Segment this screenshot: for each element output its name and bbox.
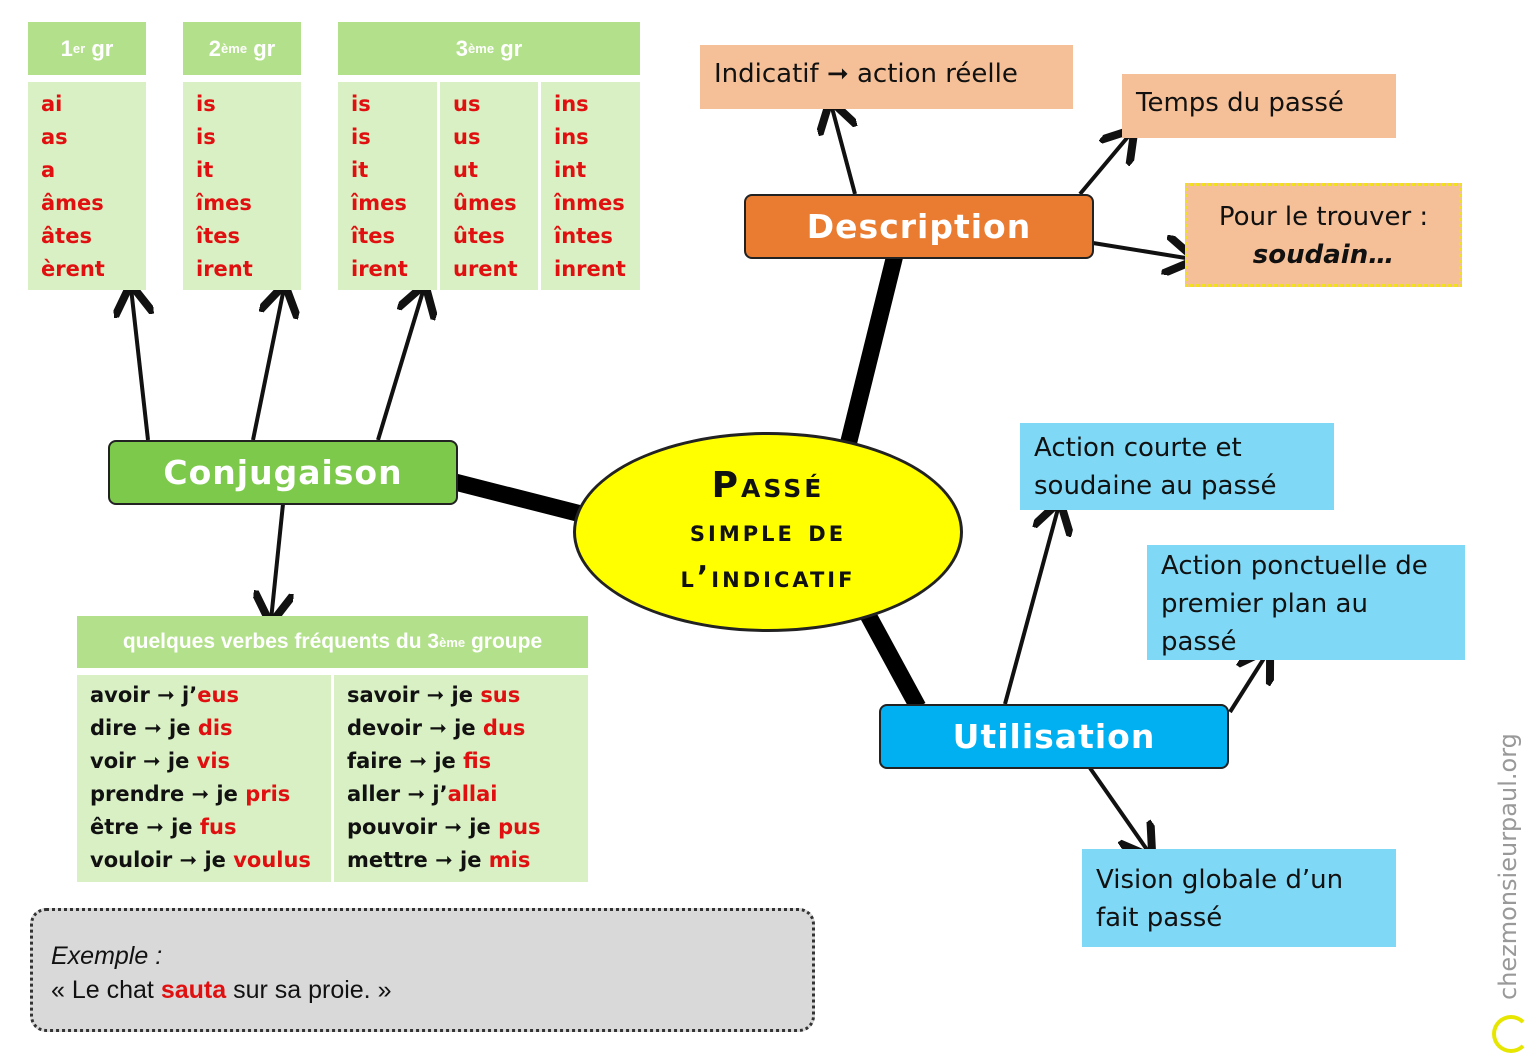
arrow-ponctuelle (1228, 652, 1268, 714)
node-utilisation: Utilisation (879, 704, 1229, 769)
indicatif-box: Indicatif ➞ action réelle (700, 45, 1073, 109)
branch-conjugaison (452, 473, 588, 524)
watermark: chezmonsieurpaul.org (1494, 733, 1522, 1000)
verb-row: voir ➞ je vis (90, 749, 231, 773)
temps-passe-box: Temps du passé (1122, 74, 1396, 138)
verbs-left: avoir ➞ j’eus dire ➞ je dis voir ➞ je vi… (77, 675, 331, 882)
example-box: Exemple : « Le chat sauta sur sa proie. … (30, 908, 815, 1032)
verb-row: être ➞ je fus (90, 815, 237, 839)
arrow-indicatif (831, 104, 855, 195)
arrow-vision (1088, 766, 1150, 854)
vision-globale-box: Vision globale d’un fait passé (1082, 849, 1396, 947)
logo-icon (1492, 1015, 1530, 1053)
arrow-verbs (271, 503, 283, 620)
arrow-1er (131, 288, 148, 441)
verb-row: savoir ➞ je sus (347, 683, 521, 707)
arrow-temps (1078, 132, 1132, 196)
node-conjugaison: Conjugaison (108, 440, 458, 505)
verb-row: mettre ➞ je mis (347, 848, 531, 872)
action-ponctuelle-box: Action ponctuelle de premier plan au pas… (1147, 545, 1465, 660)
action-courte-box: Action courte et soudaine au passé (1020, 423, 1334, 510)
arrow-courte (1003, 505, 1059, 705)
verb-row: dire ➞ je dis (90, 716, 233, 740)
node-description: Description (744, 194, 1094, 259)
trouver-box: Pour le trouver : soudain… (1185, 183, 1462, 287)
arrow-3eme (376, 288, 424, 441)
verb-row: faire ➞ je fis (347, 749, 492, 773)
arrow-trouver (1092, 243, 1192, 259)
verb-row: devoir ➞ je dus (347, 716, 526, 740)
verb-row: vouloir ➞ je voulus (90, 848, 311, 872)
verb-row: pouvoir ➞ je pus (347, 815, 541, 839)
verb-row: aller ➞ j’allai (347, 782, 498, 806)
verb-row: avoir ➞ j’eus (90, 683, 239, 707)
verbs-right: savoir ➞ je sus devoir ➞ je dus faire ➞ … (334, 675, 588, 882)
verb-row: prendre ➞ je pris (90, 782, 291, 806)
arrow-2eme (251, 288, 284, 441)
branch-utilisation (860, 610, 926, 712)
branch-description (839, 252, 904, 448)
